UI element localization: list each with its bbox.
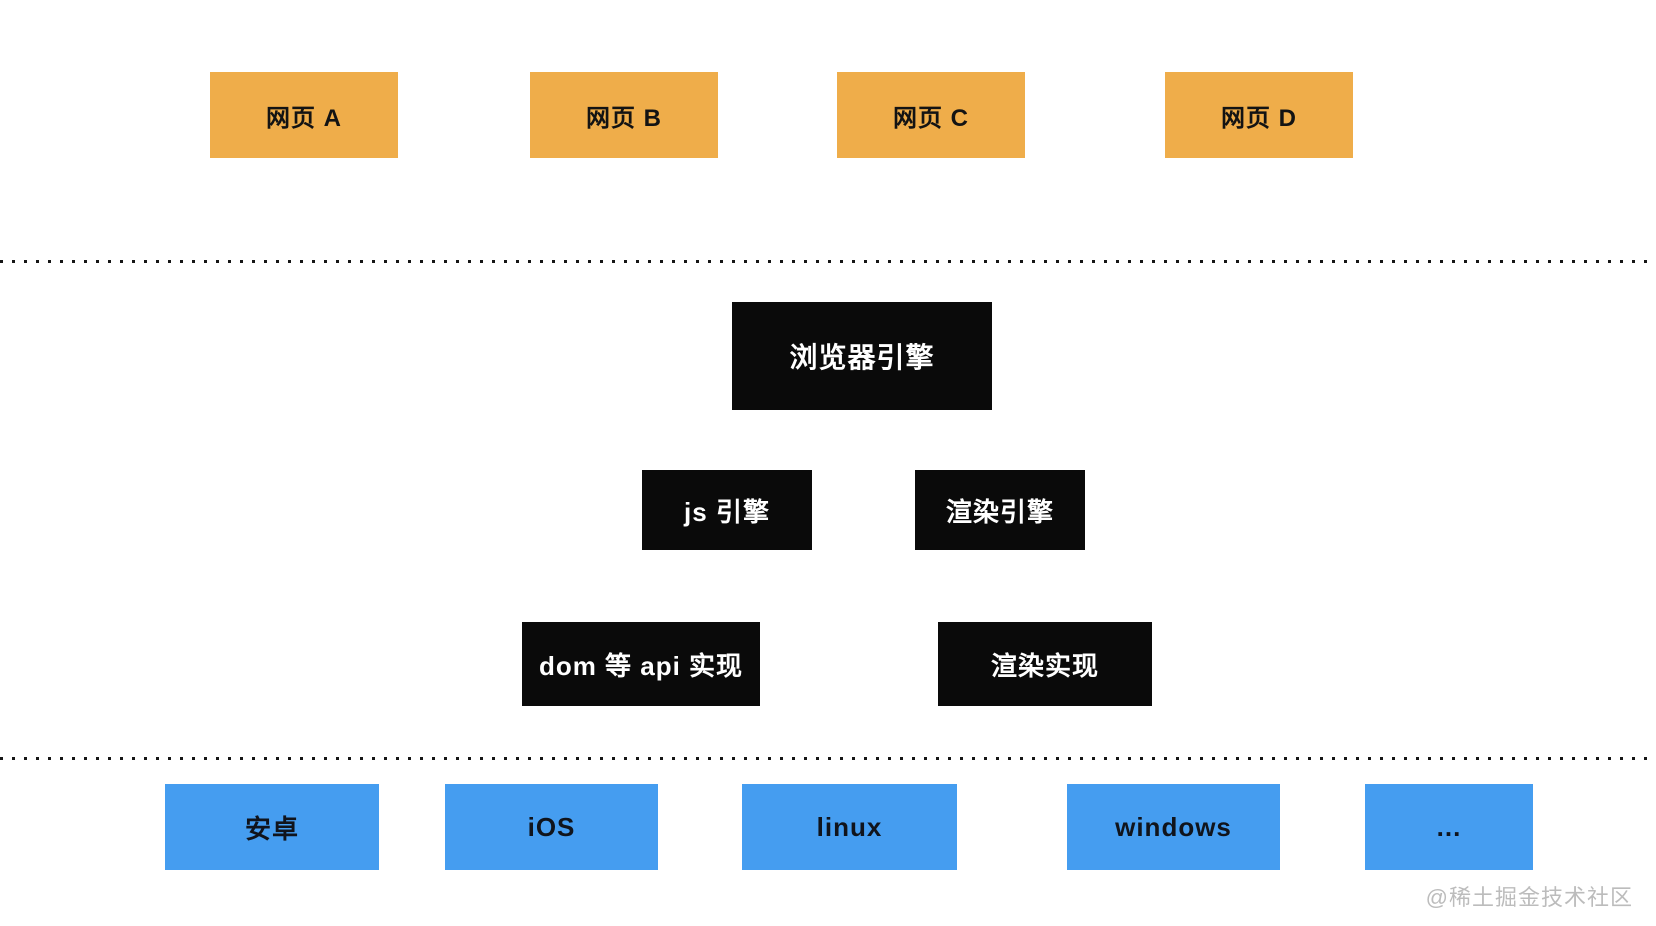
webpage-a-box: 网页 A (210, 72, 398, 158)
dom-api-impl-box: dom 等 api 实现 (522, 622, 760, 706)
webpage-b-box: 网页 B (530, 72, 718, 158)
layer-divider-top (0, 260, 1656, 263)
render-engine-box: 渲染引擎 (915, 470, 1085, 550)
render-impl-box: 渲染实现 (938, 622, 1152, 706)
layer-divider-bottom (0, 757, 1656, 760)
watermark: @稀土掘金技术社区 (1425, 885, 1633, 910)
browser-engine-box: 浏览器引擎 (732, 302, 992, 410)
platform-linux-box: linux (742, 784, 957, 870)
webpage-d-box: 网页 D (1165, 72, 1353, 158)
platform-windows-box: windows (1067, 784, 1280, 870)
platform-more-box: ... (1365, 784, 1533, 870)
webpage-c-box: 网页 C (837, 72, 1025, 158)
platform-android-box: 安卓 (165, 784, 379, 870)
platform-ios-box: iOS (445, 784, 658, 870)
js-engine-box: js 引擎 (642, 470, 812, 550)
